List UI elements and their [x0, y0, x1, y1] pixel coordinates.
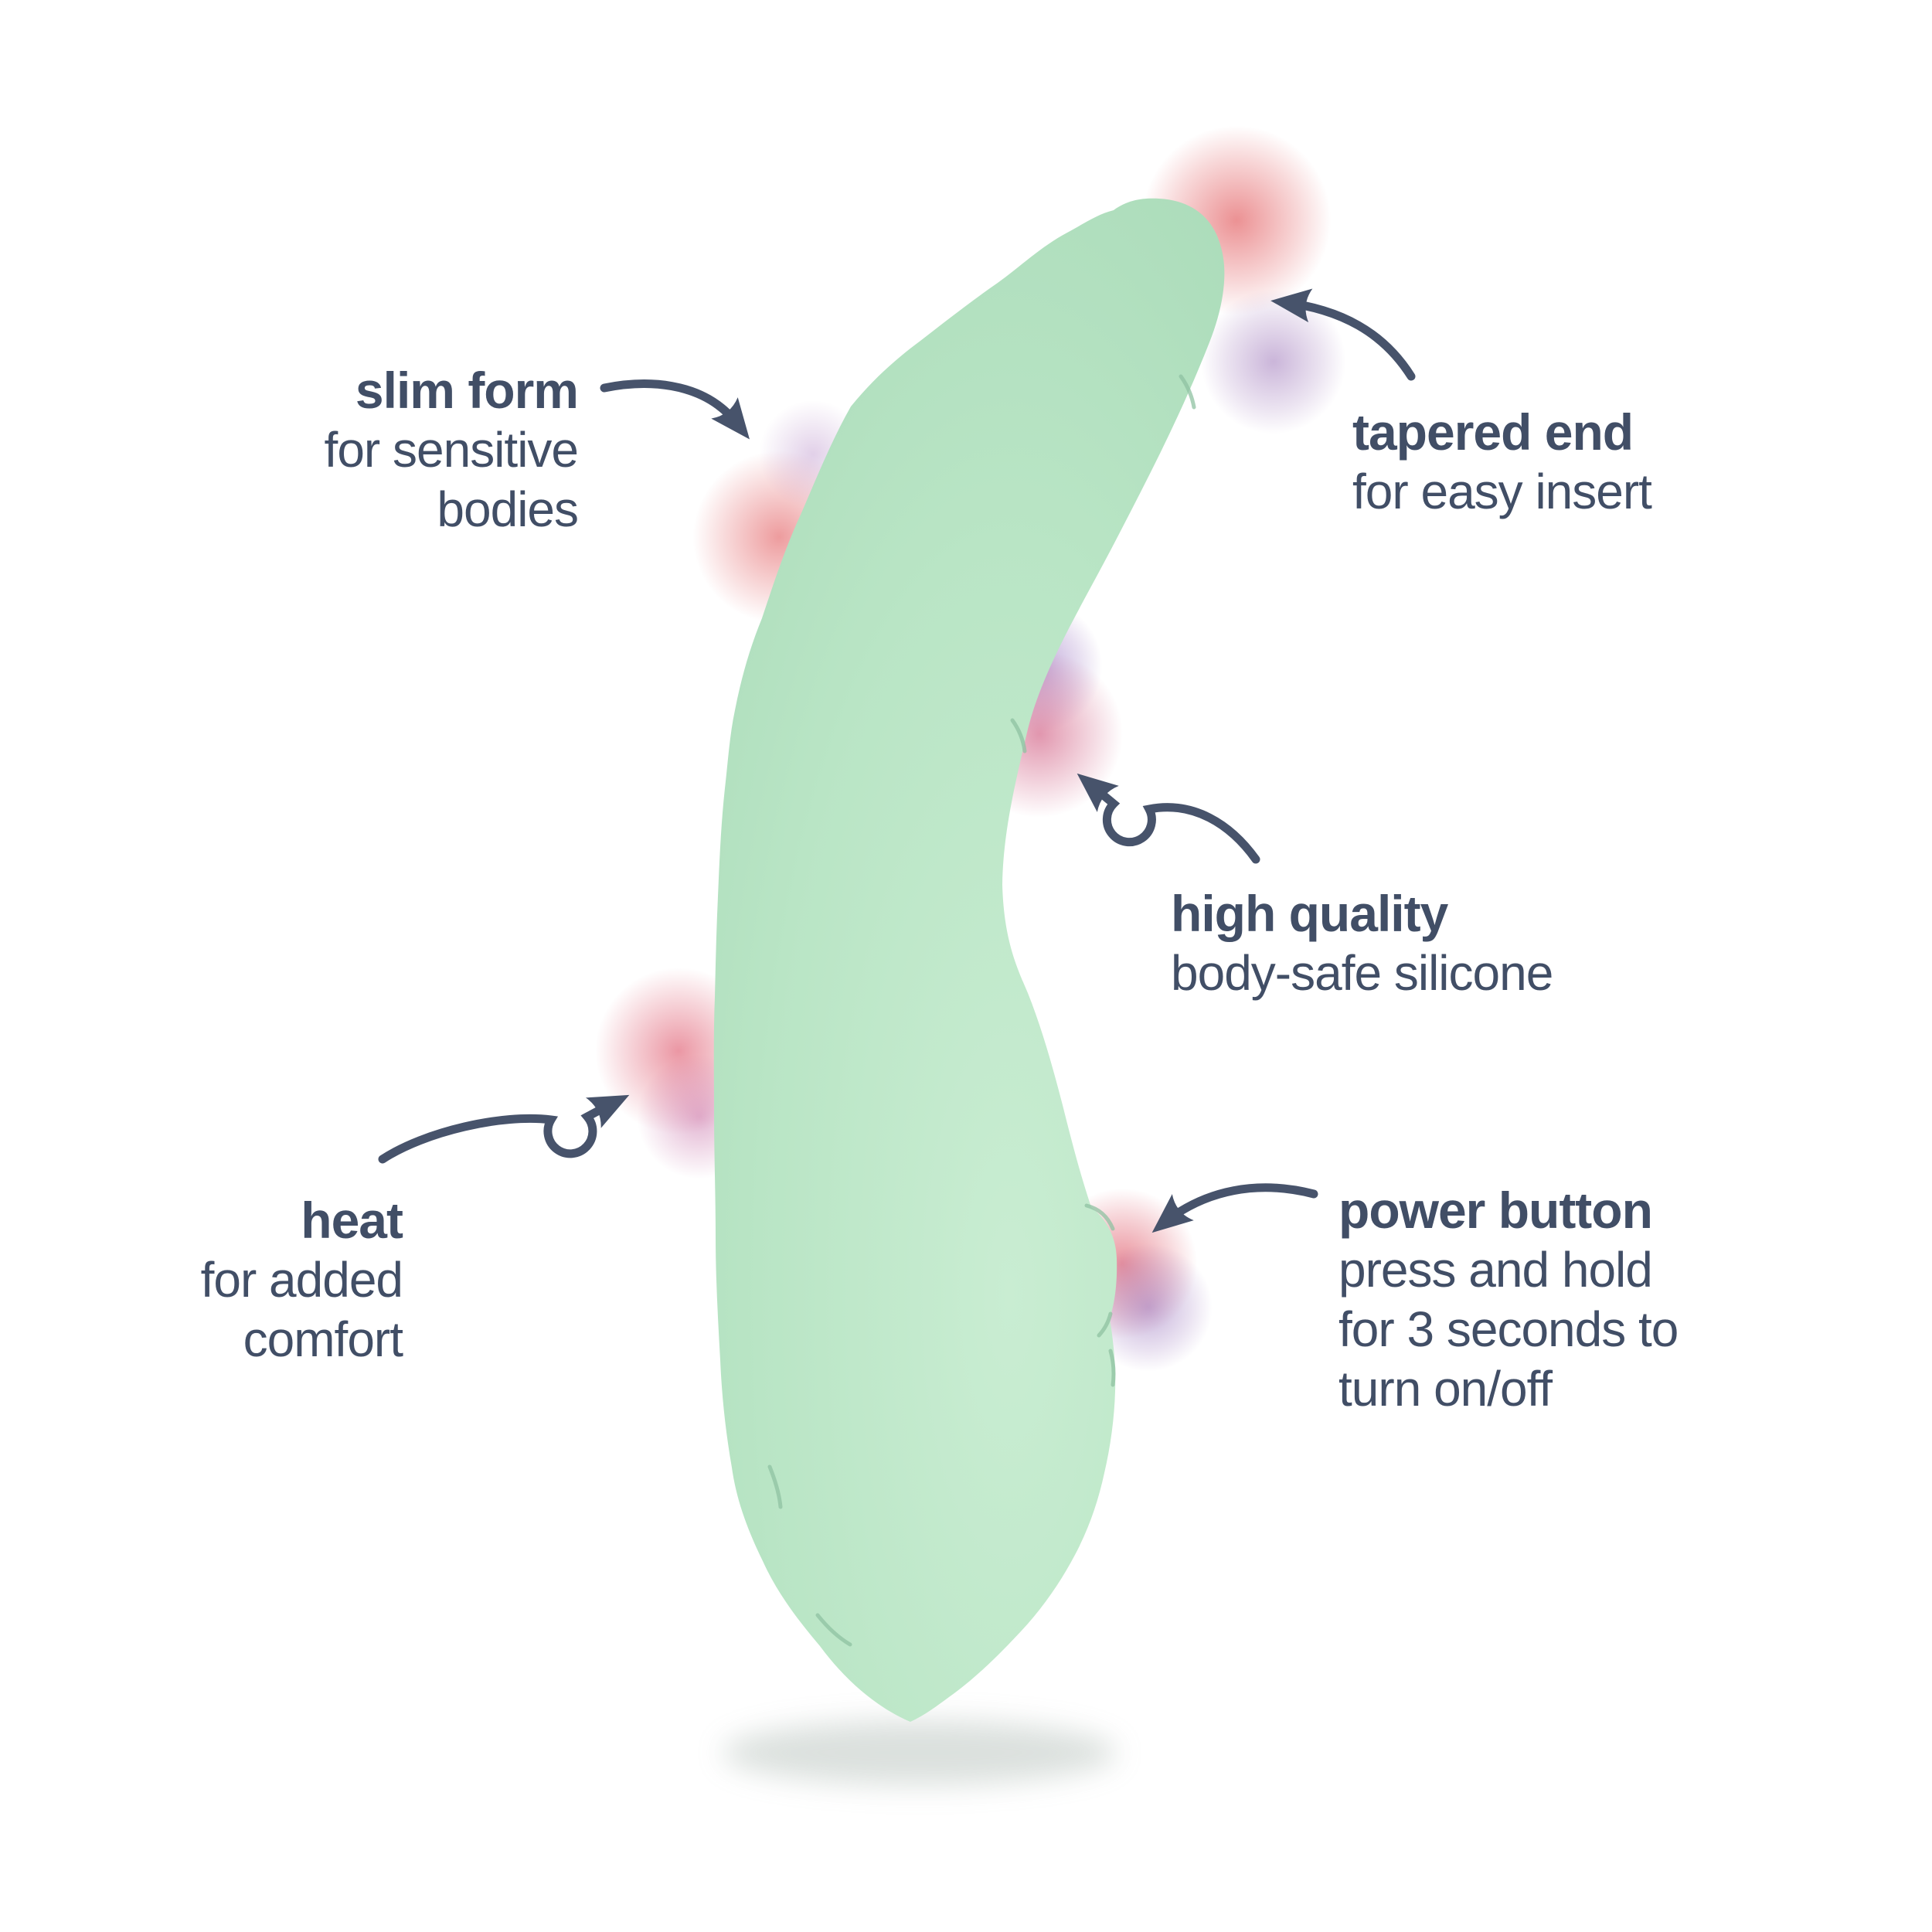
upper-crease [1179, 374, 1196, 410]
slim-form-line: for sensitive [324, 422, 579, 478]
annotation-slim-form: slim form for sensitive bodies [324, 361, 579, 539]
power-button-bottom-crease [1097, 1311, 1113, 1338]
tapered-end-line: for easy insert [1352, 464, 1652, 519]
high-quality-title: high quality [1171, 885, 1448, 942]
annotation-tapered-end: tapered end for easy insert [1352, 403, 1652, 522]
power-button-line: press and hold [1338, 1242, 1653, 1298]
product-body [713, 198, 1225, 1723]
high-quality-line: body-safe silicone [1171, 945, 1553, 1001]
heat-line: comfort [243, 1311, 403, 1367]
loop-arrow-icon-high-quality [1077, 773, 1260, 864]
annotation-power-button: power button press and hold for 3 second… [1338, 1181, 1679, 1419]
power-button-line: turn on/off [1338, 1361, 1553, 1417]
curved-arrow-icon-tapered-end [1270, 288, 1416, 381]
loop-arrow-icon-heat [378, 1094, 630, 1164]
tapered-end-title: tapered end [1352, 403, 1634, 461]
base-ridge-crease [1108, 1349, 1116, 1387]
annotation-heat: heat for added comfort [201, 1191, 403, 1369]
curved-arrow-icon-slim-form [600, 379, 750, 440]
curved-arrow-icon-power-button [1151, 1183, 1318, 1233]
heat-title: heat [301, 1192, 403, 1249]
slim-form-line: bodies [437, 481, 579, 537]
slim-form-title: slim form [355, 362, 579, 419]
base-lower-crease [815, 1613, 852, 1647]
annotation-high-quality: high quality body-safe silicone [1171, 884, 1553, 1003]
mid-crease [1010, 718, 1027, 753]
power-button-line: for 3 seconds to [1338, 1301, 1679, 1357]
power-button-title: power button [1338, 1182, 1653, 1239]
base-left-crease [767, 1464, 783, 1509]
product-shadow [723, 1720, 1117, 1785]
heat-line: for added [200, 1252, 403, 1308]
power-button-top-crease [1084, 1203, 1115, 1231]
